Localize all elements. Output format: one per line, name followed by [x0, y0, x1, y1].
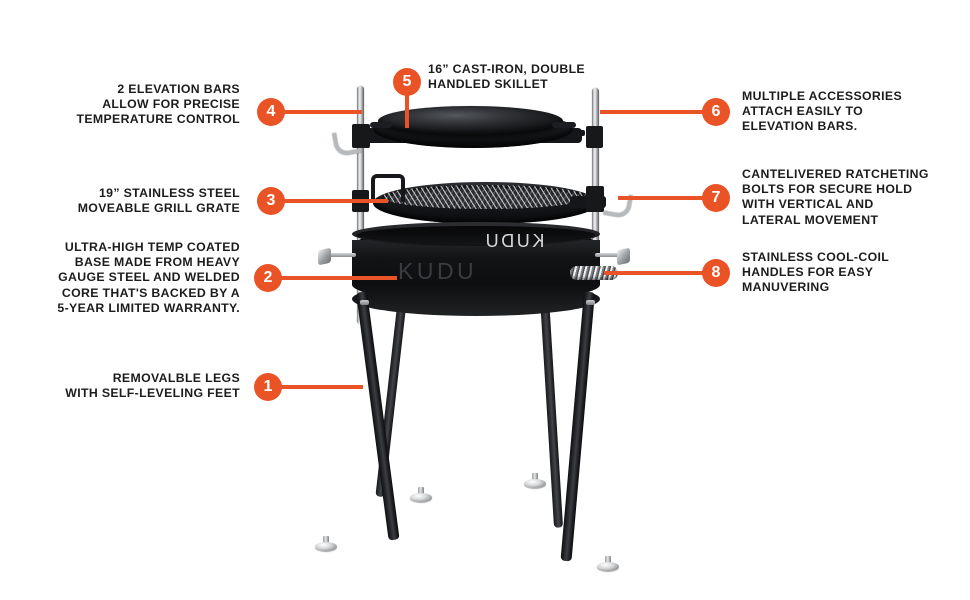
side-handle-right-knob — [617, 247, 630, 266]
ratcheting-clamp-left-upper — [352, 124, 370, 148]
callout-label-6: MULTIPLE ACCESSORIES ATTACH EASILY TO EL… — [742, 89, 903, 134]
bowl-brand-front: KUDU — [398, 258, 478, 284]
leader-line-7 — [618, 196, 710, 200]
callout-label-1: REMOVALBLE LEGS WITH SELF-LEVELING FEET — [65, 371, 240, 401]
callout-marker-3[interactable]: 3 — [257, 187, 285, 215]
leg-joint-right — [586, 300, 595, 305]
callout-label-5: 16” CAST-IRON, DOUBLE HANDLED SKILLET — [428, 62, 585, 92]
accessory-hook-left-upper — [332, 128, 362, 158]
grill-grate-mesh — [382, 185, 589, 209]
leader-line-5 — [405, 92, 409, 128]
leader-line-2 — [275, 276, 397, 280]
side-handle-left-knob — [318, 247, 331, 266]
callout-marker-6[interactable]: 6 — [702, 98, 730, 126]
callout-label-8: STAINLESS COOL-COIL HANDLES FOR EASY MAN… — [742, 250, 890, 295]
bowl-cavity — [357, 226, 595, 244]
foot-stem-front-right — [605, 556, 611, 563]
callout-marker-7[interactable]: 7 — [702, 184, 730, 212]
side-handle-right-rod — [595, 253, 623, 257]
leader-line-3 — [278, 199, 388, 203]
skillet-handle-right — [552, 122, 576, 128]
ratcheting-clamp-right-lower — [586, 186, 604, 212]
grill-grate-handle — [371, 174, 405, 204]
leader-line-1 — [275, 385, 363, 389]
leveling-foot-front-right — [597, 562, 619, 571]
callout-marker-1[interactable]: 1 — [254, 373, 282, 401]
callout-marker-4[interactable]: 4 — [257, 98, 285, 126]
callout-marker-8[interactable]: 8 — [702, 259, 730, 287]
leader-line-6 — [600, 110, 710, 114]
leg-joint-left — [360, 300, 369, 305]
ratcheting-clamp-right-upper — [586, 126, 603, 148]
cool-coil-handle — [570, 266, 618, 280]
leg-front-right — [560, 291, 595, 562]
foot-stem-back-left — [418, 487, 424, 494]
callout-label-7: CANTELIVERED RATCHETING BOLTS FOR SECURE… — [742, 167, 929, 227]
callout-label-3: 19” STAINLESS STEEL MOVEABLE GRILL GRATE — [77, 186, 240, 216]
foot-stem-front-left — [323, 536, 329, 543]
leveling-foot-back-right — [524, 479, 546, 488]
callout-label-4: 2 ELEVATION BARS ALLOW FOR PRECISE TEMPE… — [76, 82, 240, 127]
callout-marker-2[interactable]: 2 — [254, 264, 282, 292]
bowl-bottom — [352, 282, 600, 316]
callout-label-2: ULTRA-HIGH TEMP COATED BASE MADE FROM HE… — [57, 240, 240, 315]
callout-marker-5[interactable]: 5 — [393, 68, 421, 96]
leg-back-right — [540, 297, 564, 528]
skillet-handle-left — [370, 122, 392, 128]
foot-stem-back-right — [532, 473, 538, 480]
leveling-foot-back-left — [410, 493, 432, 502]
side-handle-left-rod — [326, 253, 356, 257]
leveling-foot-front-left — [315, 542, 337, 551]
leader-line-8 — [604, 271, 710, 275]
bowl-brand-far: KUDU — [483, 231, 545, 251]
leader-line-4 — [278, 110, 362, 114]
